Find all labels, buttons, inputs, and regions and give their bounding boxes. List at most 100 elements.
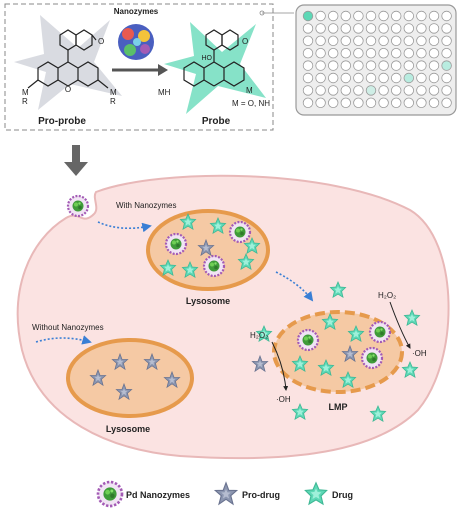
plate-well xyxy=(378,10,389,22)
plate-well xyxy=(353,10,364,22)
plate-well xyxy=(328,85,339,96)
plate-well xyxy=(315,72,326,84)
plate-well xyxy=(328,23,339,34)
plate-well xyxy=(441,85,452,96)
plate-well xyxy=(441,10,452,22)
plate-well xyxy=(416,60,427,71)
plate-well xyxy=(302,60,314,71)
plate-well xyxy=(441,23,452,34)
probe-m-label: M xyxy=(246,86,253,95)
plate-well xyxy=(416,48,427,59)
plate-well xyxy=(403,72,415,84)
plate-well xyxy=(403,85,415,96)
oh-left-label: ·OH xyxy=(276,395,291,404)
plate-well xyxy=(340,72,352,84)
plate-well xyxy=(441,72,452,84)
plate-well xyxy=(302,72,314,84)
oh-right-label: ·OH xyxy=(412,349,427,358)
plate-well xyxy=(391,60,402,71)
plate-well xyxy=(428,97,440,109)
legend-nanozyme-icon xyxy=(96,480,124,508)
plate-well xyxy=(328,60,339,71)
lysosome-nanozyme xyxy=(164,232,188,256)
plate-well xyxy=(378,48,389,59)
plate-well xyxy=(428,23,440,34)
plate-well xyxy=(391,85,402,96)
legend-prodrug-icon xyxy=(214,482,238,505)
plate-well xyxy=(403,23,415,34)
pro-probe-carbonyl-o: O xyxy=(98,37,104,46)
plate-well xyxy=(365,23,377,34)
plate-well xyxy=(403,97,415,109)
plate-well xyxy=(353,97,364,109)
plate-well xyxy=(365,48,377,59)
plate-well xyxy=(302,35,314,47)
reaction-arrow-label: Nanozymes xyxy=(114,7,159,16)
plate-well xyxy=(340,23,352,34)
pro-probe-ring-o: O xyxy=(65,85,71,94)
plate-well xyxy=(391,23,402,34)
probe-carbonyl-o: O xyxy=(242,37,248,46)
plate-well xyxy=(302,10,314,22)
pro-probe-label: Pro-probe xyxy=(38,116,86,127)
lmp-label: LMP xyxy=(329,402,348,412)
plate-well xyxy=(328,97,339,109)
legend-pd-label: Pd Nanozymes xyxy=(126,490,190,500)
plate-well xyxy=(365,85,377,96)
well-plate xyxy=(295,4,457,116)
plate-well xyxy=(340,48,352,59)
plate-well xyxy=(302,97,314,109)
plate-well xyxy=(315,60,326,71)
plate-well xyxy=(441,60,452,71)
plate-well xyxy=(428,72,440,84)
probe-molecule: O HO MH M M = O, NH xyxy=(158,22,270,114)
plate-well xyxy=(353,85,364,96)
plate-well xyxy=(428,48,440,59)
plate-well xyxy=(441,35,452,47)
plate-connector-dot xyxy=(259,10,265,16)
plate-well xyxy=(416,85,427,96)
plate-well xyxy=(441,97,452,109)
plate-well xyxy=(428,35,440,47)
h2o2-left-label: H₂O₂ xyxy=(250,331,268,340)
plate-well xyxy=(378,35,389,47)
plate-well xyxy=(328,35,339,47)
lmp-nanozyme xyxy=(360,346,384,370)
h2o2-top-arrow xyxy=(389,301,411,349)
plate-well xyxy=(403,48,415,59)
plate-well xyxy=(353,72,364,84)
pro-probe-molecule: O O M R M R xyxy=(14,15,122,110)
plate-well xyxy=(315,97,326,109)
plate-well xyxy=(403,60,415,71)
plate-well xyxy=(302,23,314,34)
plate-well xyxy=(302,48,314,59)
plate-well xyxy=(315,85,326,96)
probe-condition: M = O, NH xyxy=(232,99,270,108)
lysosome-label-top: Lysosome xyxy=(186,296,230,306)
plate-well xyxy=(340,35,352,47)
legend-drug-label: Drug xyxy=(332,490,353,500)
plate-well xyxy=(391,97,402,109)
plate-well xyxy=(340,60,352,71)
plate-well xyxy=(315,23,326,34)
plate-well xyxy=(328,48,339,59)
lysosome-nanozyme xyxy=(228,220,252,244)
without-nanozymes-label: Without Nanozymes xyxy=(32,323,104,332)
without-nanozymes-arrow xyxy=(35,335,92,345)
plate-well xyxy=(378,85,389,96)
well-grid xyxy=(302,10,452,109)
plate-well xyxy=(315,48,326,59)
pro-probe-r-right: R xyxy=(110,97,116,106)
plate-well xyxy=(328,72,339,84)
plate-well xyxy=(416,23,427,34)
plate-well xyxy=(340,85,352,96)
plate-well xyxy=(391,35,402,47)
plate-well xyxy=(378,60,389,71)
plate-well xyxy=(391,72,402,84)
probe-ho-label: HO xyxy=(202,55,213,62)
plate-well xyxy=(391,10,402,22)
plate-well xyxy=(353,23,364,34)
with-nanozymes-arrow xyxy=(97,221,152,233)
plate-well xyxy=(315,10,326,22)
